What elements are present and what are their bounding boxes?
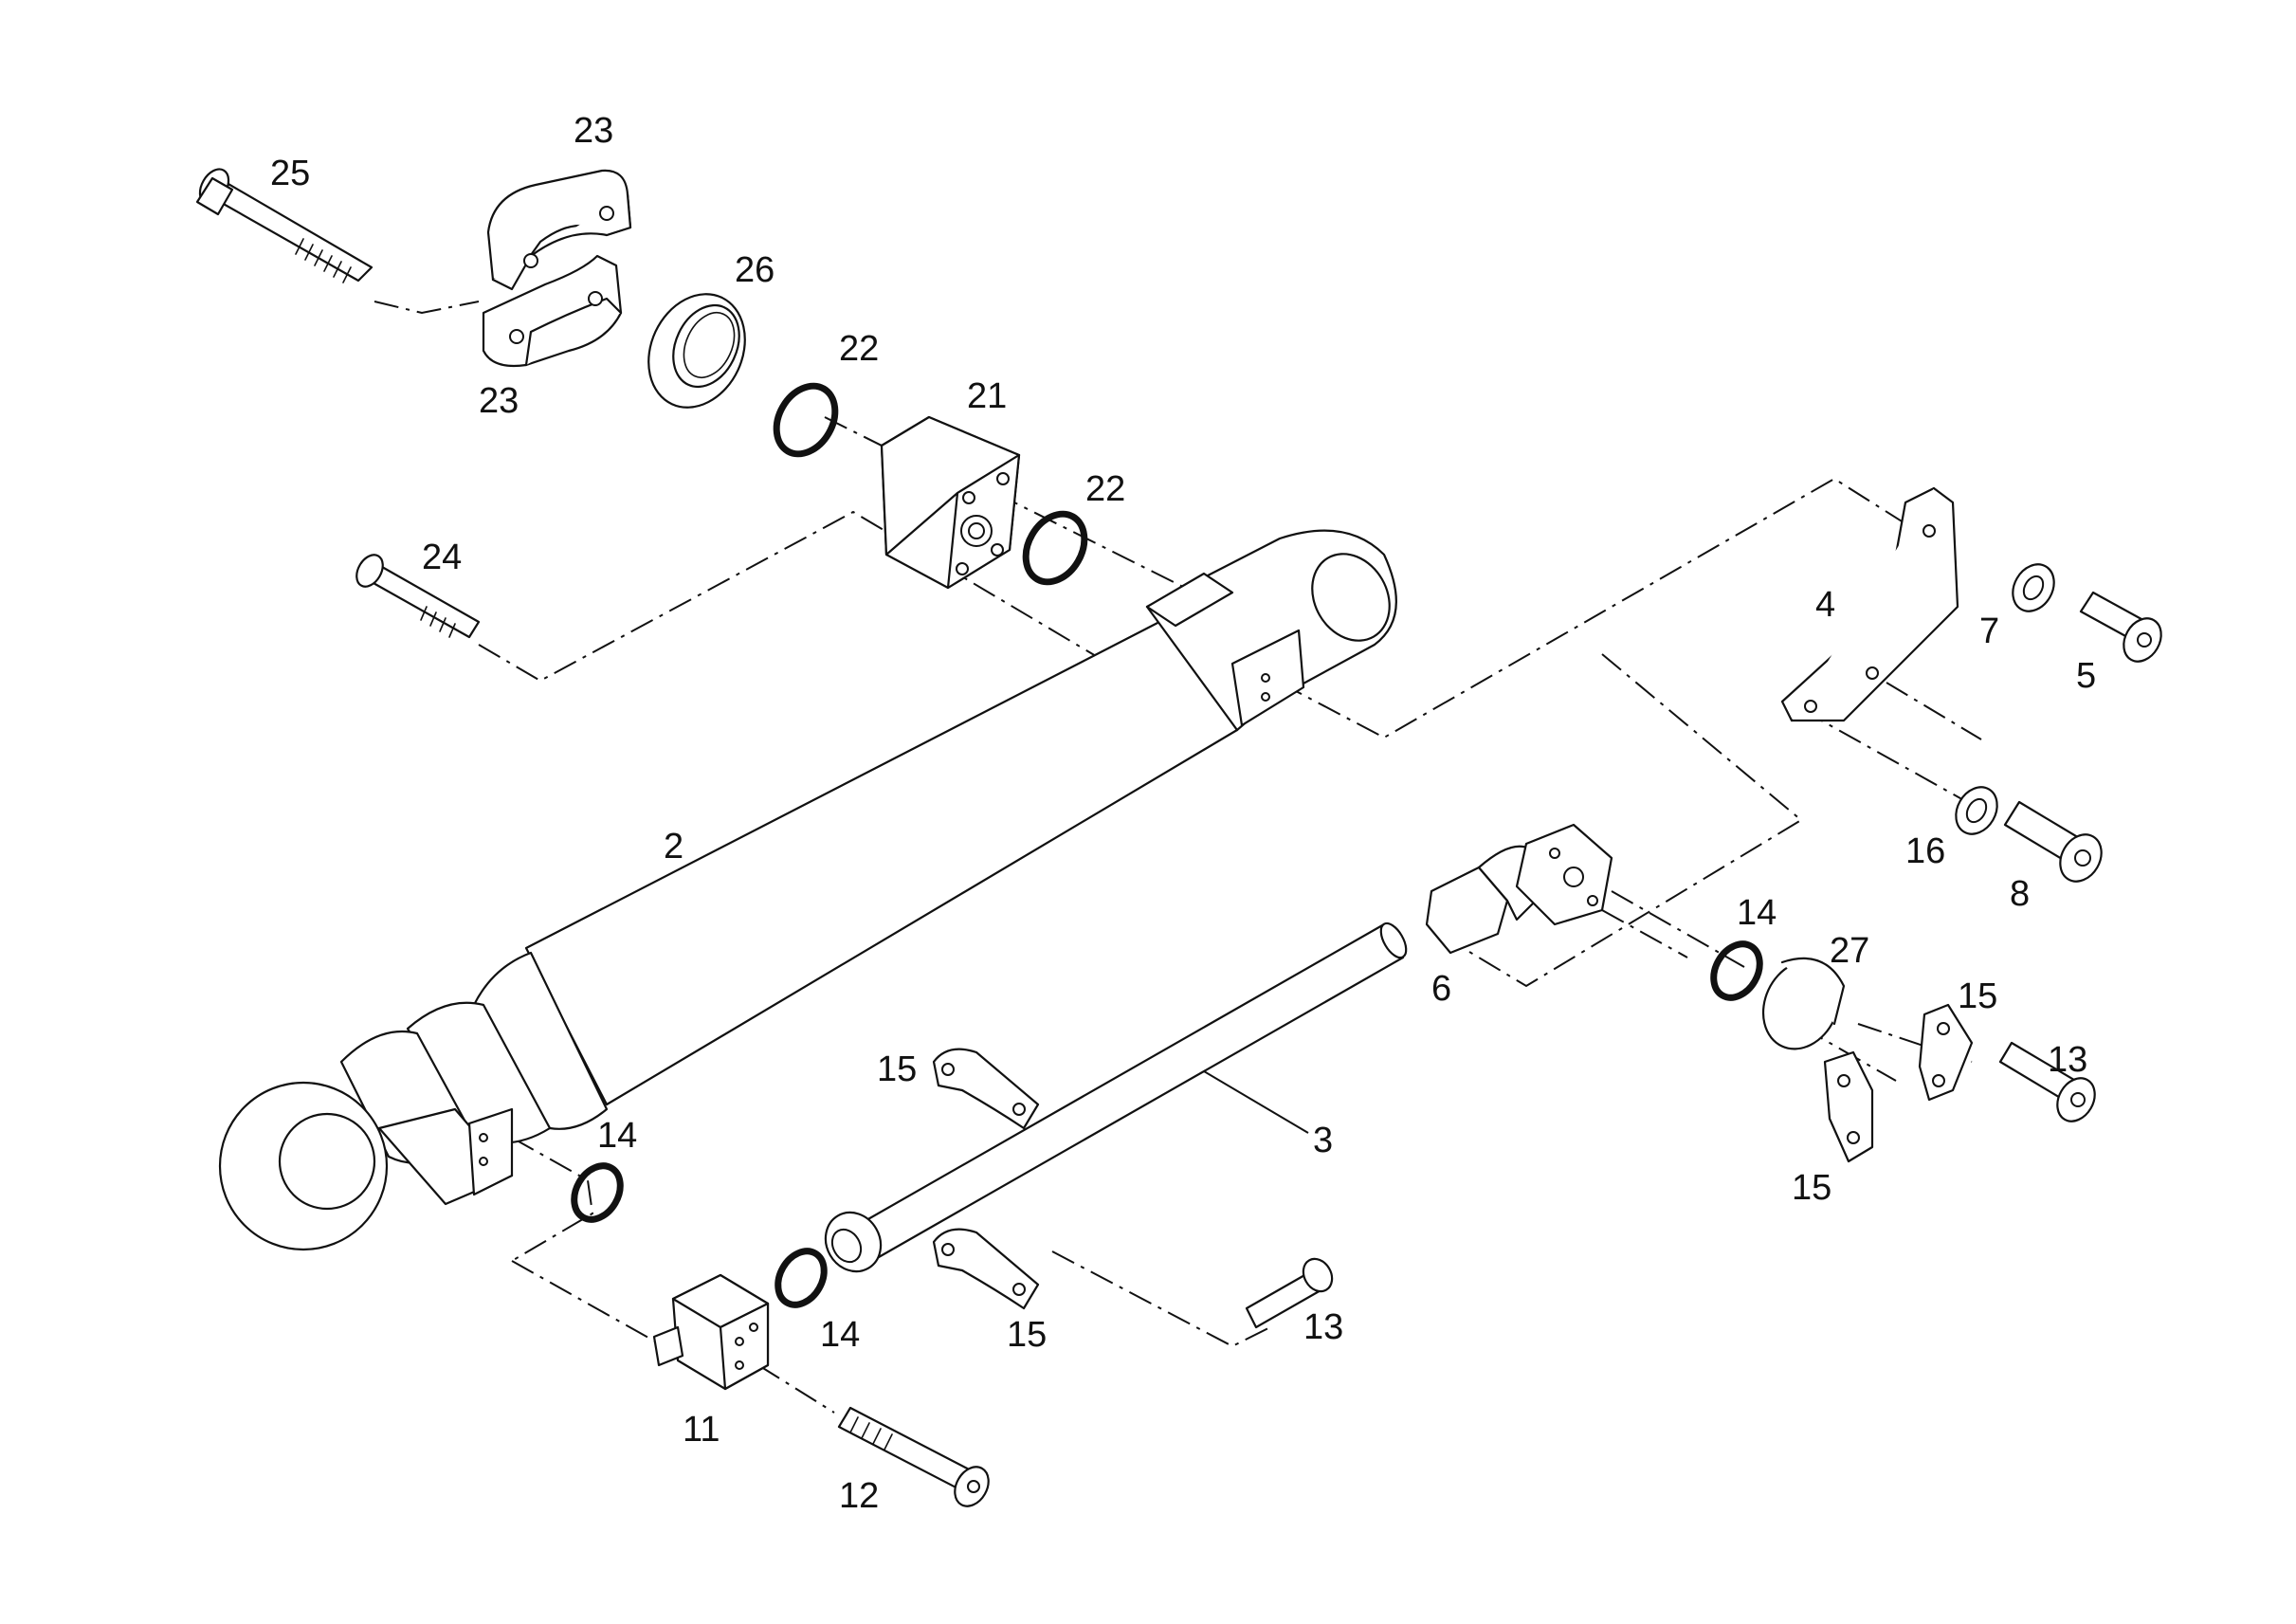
screw-13-bottom [1245, 1257, 1334, 1329]
bolt-12 [837, 1406, 990, 1507]
callout-16: 16 [1905, 831, 1945, 871]
callout-23-bottom: 23 [479, 381, 519, 421]
callout-22-right: 22 [1085, 469, 1125, 509]
callout-22-top: 22 [839, 329, 879, 369]
cap-screw-5 [2079, 591, 2162, 663]
callout-5: 5 [2076, 656, 2096, 696]
callout-26: 26 [735, 250, 774, 290]
bracket-4 [1780, 486, 1959, 722]
callout-14-right: 14 [1737, 893, 1777, 933]
seal-ring-26 [647, 293, 746, 409]
cylinder-barrel-2 [218, 529, 1397, 1251]
callout-27: 27 [1830, 931, 1869, 971]
callout-25: 25 [270, 154, 310, 193]
bolt-24 [355, 554, 481, 639]
split-flange-15-lower-right [1823, 1050, 1874, 1163]
split-flange-15-center-upper [932, 1048, 1040, 1130]
callout-13-bottom: 13 [1303, 1307, 1343, 1347]
washer-16 [1955, 786, 1998, 835]
callout-21: 21 [967, 376, 1007, 416]
callout-7: 7 [1979, 611, 1999, 651]
callout-23-top: 23 [574, 111, 613, 151]
flange-block-21 [880, 415, 1021, 590]
o-ring-14-left [571, 1162, 624, 1223]
callout-12: 12 [839, 1476, 879, 1516]
split-flange-23-lower [482, 254, 623, 368]
split-flange-15-upper-right [1918, 1003, 1974, 1102]
callout-2: 2 [664, 827, 683, 867]
callout-15-center-bottom: 15 [1007, 1315, 1047, 1355]
callout-13-right: 13 [2048, 1040, 2087, 1080]
o-ring-22-upper [773, 382, 839, 458]
callout-15-right: 15 [1958, 976, 1997, 1016]
bolt-25 [195, 168, 374, 283]
callout-labels: 25 23 23 26 22 21 22 24 4 7 5 2 16 8 14 … [270, 111, 2096, 1516]
callout-4: 4 [1815, 585, 1835, 625]
callout-14-left: 14 [597, 1116, 637, 1156]
callout-8: 8 [2010, 874, 2030, 914]
o-ring-22-lower [1022, 510, 1088, 586]
assembly-leader-lines [374, 301, 1992, 1414]
valve-block-11 [652, 1273, 770, 1391]
elbow-fitting-6 [1425, 823, 1613, 955]
cap-screw-8 [2003, 800, 2103, 883]
callout-6: 6 [1431, 969, 1451, 1009]
split-flange-23-upper [486, 169, 632, 291]
callout-24: 24 [422, 538, 462, 577]
plug-cap-27 [1761, 957, 1846, 1050]
o-ring-14-upper [1710, 940, 1763, 1001]
split-flange-15-center-lower [932, 1228, 1040, 1310]
tube-3 [824, 921, 1408, 1273]
callout-3: 3 [1313, 1121, 1333, 1160]
washer-7 [2012, 563, 2055, 612]
callout-11: 11 [683, 1410, 720, 1450]
o-ring-14-center [774, 1248, 828, 1308]
callout-15-lower-right: 15 [1792, 1168, 1831, 1208]
screw-13-right [1998, 1041, 2096, 1122]
callout-15-center-top: 15 [877, 1049, 917, 1089]
callout-14-center: 14 [820, 1315, 860, 1355]
